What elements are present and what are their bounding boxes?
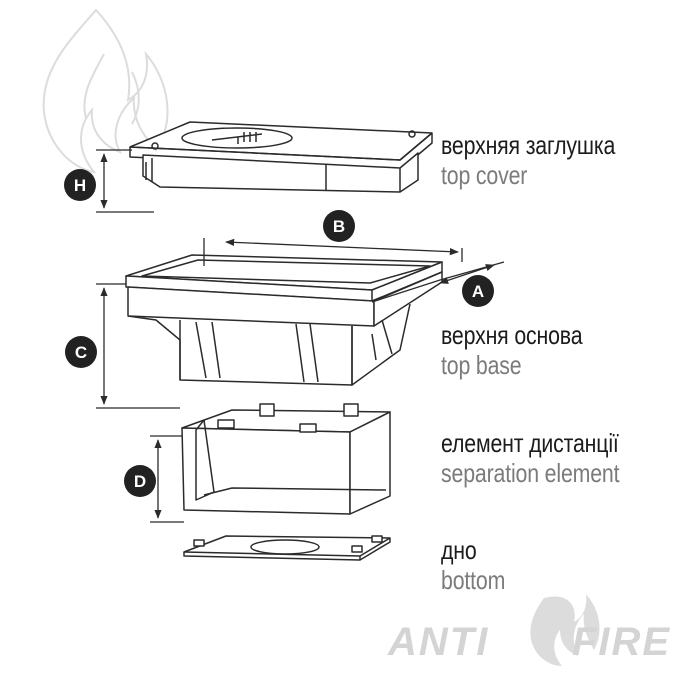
top-base-drawing [125,254,443,386]
label-top-base-ua: верхня основа [441,320,583,350]
dimension-lines [96,149,505,523]
label-separation-element-ua: елемент дистанції [441,428,619,458]
svg-text:A: A [472,282,484,301]
label-bottom-en: bottom [441,565,506,595]
top-cover-drawing [129,121,433,193]
label-separation-element: елемент дистанції separation element [441,430,659,486]
label-top-cover-en: top cover [441,160,528,190]
svg-text:C: C [75,343,87,362]
separation-element-drawing [181,403,391,515]
label-top-cover-ua: верхняя заглушка [441,130,616,160]
svg-text:B: B [333,217,345,236]
label-top-base-en: top base [441,350,522,380]
brand-logo-anti: ANTI [388,620,490,664]
flame-watermark-icon [42,8,169,174]
label-top-cover: верхняя заглушка top cover [441,132,653,188]
label-bottom: дно bottom [441,537,519,593]
dimension-badge-a: A [462,275,494,307]
svg-text:H: H [74,176,86,195]
bottom-drawing [183,535,391,561]
dimension-badge-b: B [323,210,355,242]
brand-logo-fire: FIRE [572,620,672,664]
label-bottom-ua: дно [441,535,477,565]
label-separation-element-en: separation element [441,458,620,488]
flame-brand-icon [530,594,600,666]
svg-text:D: D [134,472,146,491]
dimension-badge-d: D [124,465,156,497]
label-top-base: верхня основа top base [441,322,613,378]
dimension-badge-c: C [65,336,97,368]
dimension-badge-h: H [64,169,96,201]
